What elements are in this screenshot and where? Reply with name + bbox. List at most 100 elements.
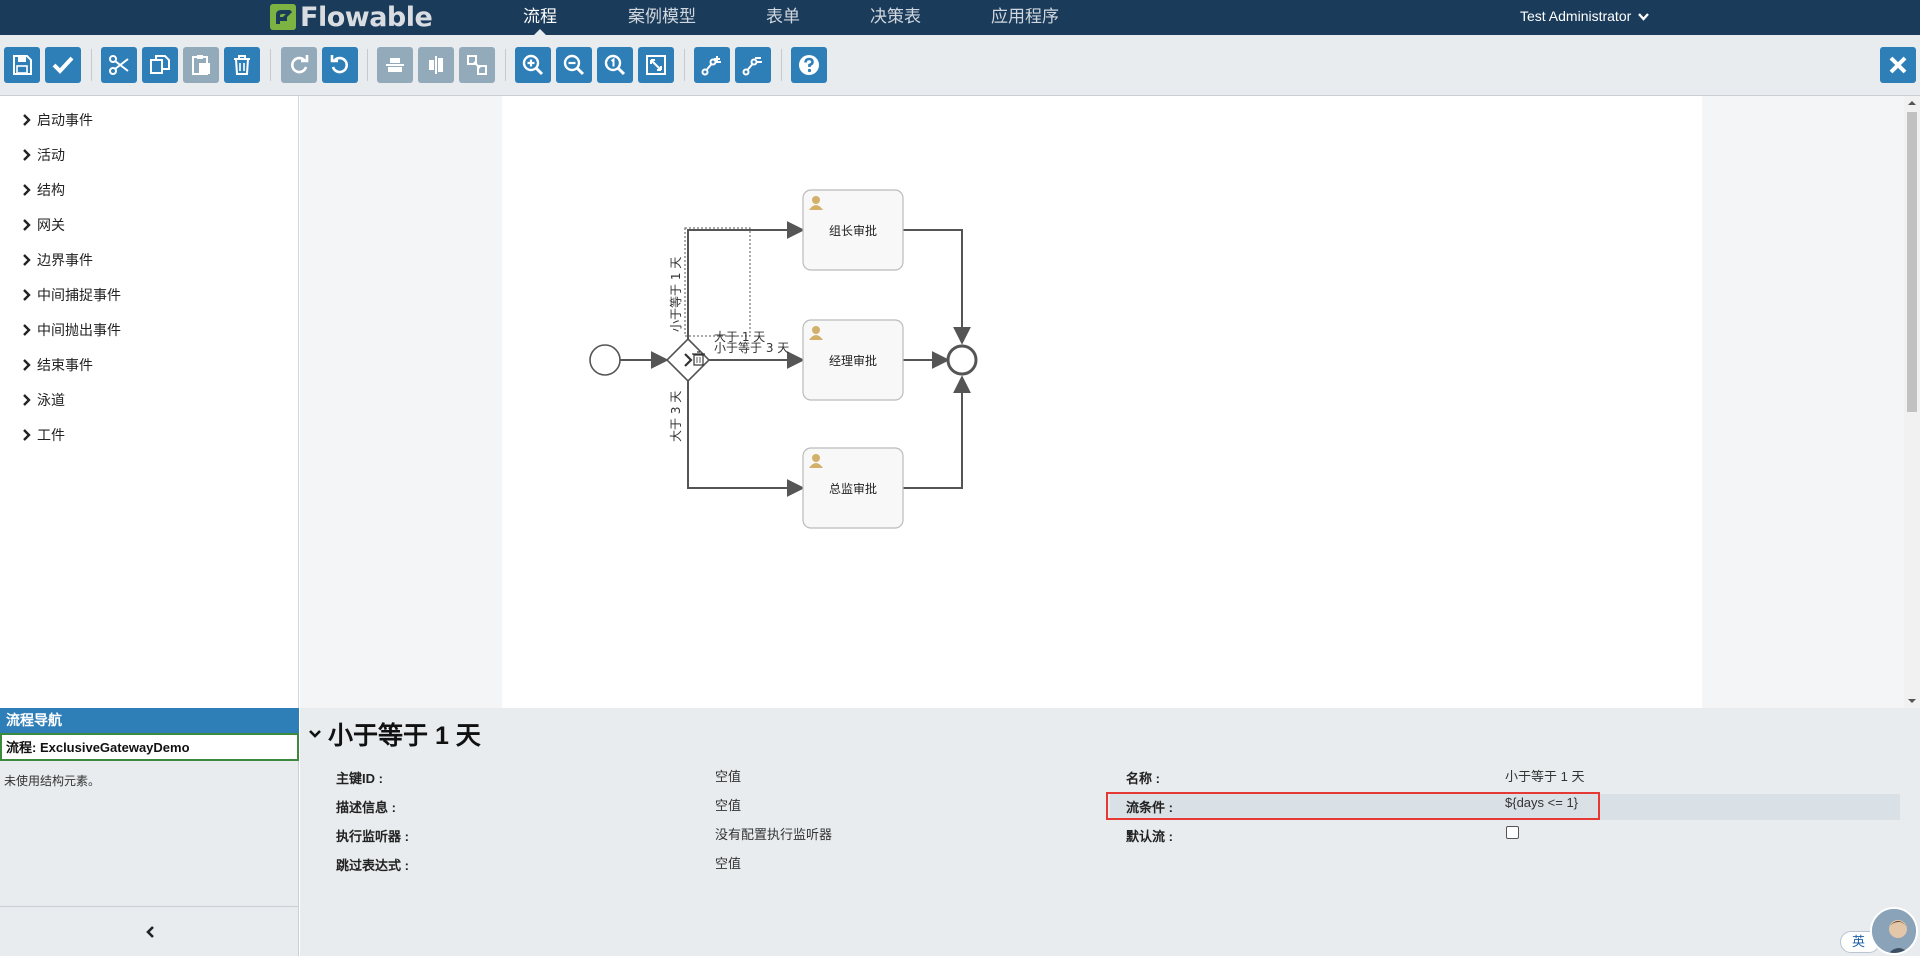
palette-group-boundary-events[interactable]: 边界事件 (22, 250, 93, 270)
property-value-id[interactable]: 空值 (715, 769, 742, 784)
canvas-vertical-scrollbar[interactable] (1904, 96, 1920, 708)
palette-group-label: 工件 (37, 427, 65, 443)
zoom-fit-icon (646, 55, 666, 75)
properties-header[interactable]: 小于等于 1 天 (308, 716, 481, 752)
property-value-skip-expression[interactable]: 空值 (715, 856, 742, 871)
user-icon (809, 454, 823, 468)
diagram-canvas[interactable]: 组长审批 经理审批 总监审批 小于等于 1 天 大于 1 天 (502, 96, 1702, 708)
nav-tab-label: 流程 (523, 7, 557, 26)
palette-group-start-events[interactable]: 启动事件 (22, 110, 93, 130)
property-value-flow-condition[interactable]: ${days <= 1} (1505, 795, 1579, 810)
property-value-documentation[interactable]: 空值 (715, 798, 742, 813)
scrollbar-thumb[interactable] (1907, 112, 1917, 412)
flow-task1-to-end[interactable] (903, 229, 971, 345)
align-horizontal-icon (386, 58, 404, 72)
task-label: 组长审批 (829, 223, 877, 238)
highlight-box (1106, 792, 1600, 820)
flow-label-gt-3-days[interactable]: 大于 3 天 (669, 391, 683, 442)
palette-group-structural[interactable]: 结构 (22, 180, 65, 200)
flow-label-lte-3-days[interactable]: 小于等于 3 天 (714, 341, 789, 355)
flow-task3-to-end[interactable] (903, 375, 971, 489)
trash-icon[interactable] (692, 351, 705, 366)
question-icon (799, 55, 819, 75)
chevron-down-icon (1638, 13, 1650, 21)
flowable-logo[interactable]: Flowable (270, 2, 433, 33)
user-task-director[interactable]: 总监审批 (802, 447, 904, 529)
user-task-team-lead[interactable]: 组长审批 (802, 189, 904, 271)
zoom-in-button[interactable] (515, 47, 551, 83)
paste-icon (192, 55, 210, 75)
collapse-panel-button[interactable] (0, 906, 299, 956)
flow-label-lte-1-day[interactable]: 小于等于 1 天 (669, 257, 683, 332)
palette-group-gateways[interactable]: 网关 (22, 215, 65, 235)
copy-button[interactable] (142, 47, 178, 83)
nav-tab-label: 决策表 (870, 7, 921, 26)
trash-icon (234, 55, 250, 75)
flow-gt-3-days[interactable] (687, 381, 805, 497)
save-button[interactable] (4, 47, 40, 83)
palette-group-end-events[interactable]: 结束事件 (22, 355, 93, 375)
palette-group-artifacts[interactable]: 工件 (22, 425, 65, 445)
nav-tab-apps[interactable]: 应用程序 (991, 0, 1059, 35)
end-event[interactable] (946, 344, 978, 376)
undo-button[interactable] (322, 47, 358, 83)
palette-group-label: 活动 (37, 147, 65, 163)
nav-tab-case-models[interactable]: 案例模型 (628, 0, 696, 35)
same-size-icon (467, 55, 487, 75)
remove-bendpoint-button[interactable] (735, 47, 771, 83)
user-menu[interactable]: Test Administrator (1520, 0, 1650, 33)
default-flow-checkbox[interactable] (1506, 826, 1519, 839)
redo-icon (291, 55, 309, 74)
scroll-down-arrow-icon (1908, 699, 1916, 703)
save-icon (13, 55, 32, 75)
cut-button[interactable] (101, 47, 137, 83)
palette-group-intermediate-catching-events[interactable]: 中间捕捉事件 (22, 285, 121, 305)
palette-group-label: 网关 (37, 217, 65, 233)
user-task-manager[interactable]: 经理审批 (802, 319, 904, 401)
zoom-out-icon (563, 54, 585, 76)
chevron-right-icon (23, 289, 31, 301)
paste-button[interactable] (183, 47, 219, 83)
gateway-handle-icon (684, 353, 693, 367)
zoom-out-button[interactable] (556, 47, 592, 83)
properties-title: 小于等于 1 天 (328, 722, 481, 750)
selection-outline (684, 227, 751, 337)
same-size-button[interactable] (459, 47, 495, 83)
palette-group-label: 中间抛出事件 (37, 322, 121, 338)
align-horizontal-button[interactable] (377, 47, 413, 83)
navigator-empty-message: 未使用结构元素。 (4, 774, 101, 788)
flow-label-gt-1-day[interactable]: 大于 1 天 (714, 330, 765, 344)
property-value-name[interactable]: 小于等于 1 天 (1505, 769, 1585, 784)
palette-group-swimlanes[interactable]: 泳道 (22, 390, 65, 410)
undo-icon (330, 55, 348, 74)
navigator-process-item[interactable]: 流程: ExclusiveGatewayDemo (0, 733, 299, 761)
palette-group-activities[interactable]: 活动 (22, 145, 65, 165)
palette-group-label: 结构 (37, 182, 65, 198)
align-vertical-button[interactable] (418, 47, 454, 83)
user-icon (809, 326, 823, 340)
delete-button[interactable] (224, 47, 260, 83)
avatar[interactable] (1870, 907, 1918, 955)
property-value-execution-listeners[interactable]: 没有配置执行监听器 (715, 827, 833, 842)
property-label-default-flow: 默认流 : (1126, 829, 1173, 844)
validate-button[interactable] (45, 47, 81, 83)
top-navigation-bar: Flowable 流程 案例模型 表单 决策表 应用程序 Test Admini… (0, 0, 1920, 35)
nav-tab-processes[interactable]: 流程 (523, 0, 557, 35)
start-event[interactable] (589, 344, 621, 376)
nav-tab-forms[interactable]: 表单 (766, 0, 800, 35)
help-button[interactable] (791, 47, 827, 83)
check-icon (52, 56, 74, 74)
palette-group-intermediate-throwing-events[interactable]: 中间抛出事件 (22, 320, 121, 340)
zoom-fit-button[interactable] (638, 47, 674, 83)
nav-tab-decision-tables[interactable]: 决策表 (870, 0, 921, 35)
property-label-execution-listeners: 执行监听器 : (336, 829, 409, 844)
close-editor-button[interactable] (1880, 47, 1916, 83)
redo-button[interactable] (281, 47, 317, 83)
bendpoint-remove-icon (742, 57, 762, 76)
active-tab-caret (534, 29, 546, 35)
exclusive-gateway[interactable] (665, 337, 711, 383)
ime-widget[interactable]: 英 (1840, 907, 1920, 956)
flow-lte-1-day[interactable] (687, 221, 805, 339)
zoom-actual-button[interactable] (597, 47, 633, 83)
add-bendpoint-button[interactable] (694, 47, 730, 83)
